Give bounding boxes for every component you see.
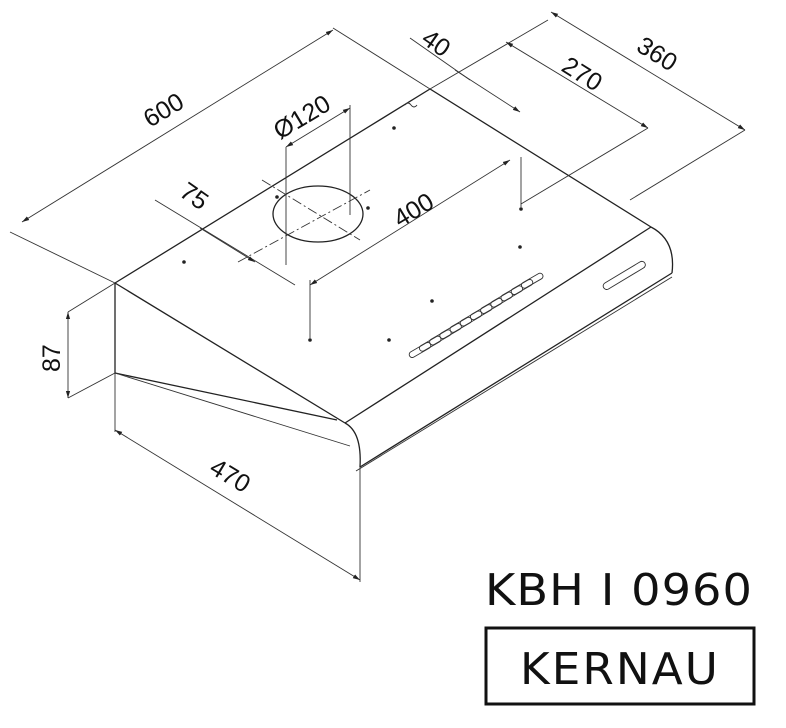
dim-270: 270 [557,51,607,97]
mount-holes [182,126,523,342]
dim-87: 87 [38,344,66,372]
dim-470: 470 [205,453,255,498]
handle-slot [602,260,646,290]
vent-slot [510,279,534,295]
dim-400: 400 [389,188,439,233]
vent-slot [520,272,544,289]
model-number: KBH I 0960 [485,565,753,616]
hood-body [114,88,674,472]
vent-slots [408,272,544,358]
brand-logo: KERNAU [520,644,720,695]
dim-75: 75 [175,177,214,216]
dimension-lines [9,11,746,582]
dim-40: 40 [417,24,456,63]
dim-360: 360 [632,31,682,77]
brand-box [484,626,756,706]
dim-600: 600 [139,88,189,133]
